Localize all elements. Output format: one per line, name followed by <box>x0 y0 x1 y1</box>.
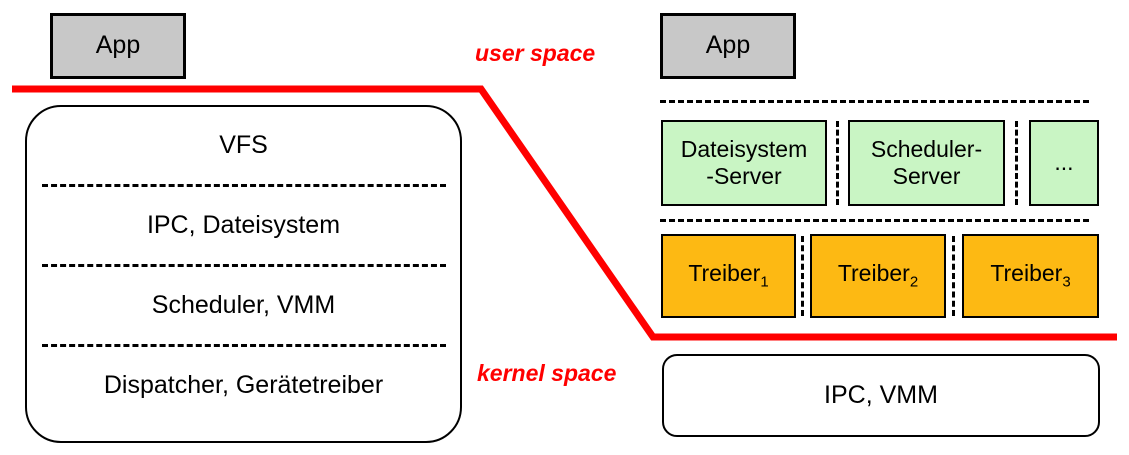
microkernel-separator-above-servers <box>660 100 1089 103</box>
server-box-dateisystem: Dateisystem -Server <box>661 120 827 206</box>
driver-box-treiber-2: Treiber2 <box>810 234 946 318</box>
server-box-ellipsis: ... <box>1029 120 1099 206</box>
server-label-line1: ... <box>1054 149 1074 176</box>
server-label-line1: Scheduler- <box>870 135 983 162</box>
driver-index: 2 <box>909 273 919 291</box>
server-label-line2: Server <box>892 163 961 189</box>
user-space-label: user space <box>475 40 596 66</box>
monolithic-separator-3 <box>42 344 446 347</box>
microkernel-separator-below-servers <box>660 219 1089 222</box>
server-label-line2: -Server <box>706 163 782 189</box>
driver-box-treiber-1: Treiber1 <box>661 234 796 318</box>
driver-separator-2 <box>952 236 955 316</box>
driver-label: Treiber <box>837 260 910 287</box>
monolithic-layer-ipc-dateisystem: IPC, Dateisystem <box>146 210 341 239</box>
microkernel-core-box: IPC, VMM <box>662 354 1100 437</box>
server-label-line1: Dateisystem <box>680 135 808 162</box>
monolithic-layer-dispatcher-geraetetreiber: Dispatcher, Gerätetreiber <box>103 370 384 399</box>
driver-index: 1 <box>760 273 769 291</box>
driver-label: Treiber <box>990 260 1063 287</box>
app-box-microkernel: App <box>660 13 796 79</box>
driver-index: 3 <box>1062 273 1071 291</box>
server-separator-2 <box>1015 121 1018 205</box>
server-box-scheduler: Scheduler- Server <box>848 120 1005 206</box>
server-separator-1 <box>836 121 839 205</box>
app-box-monolithic: App <box>50 13 186 79</box>
kernel-space-label: kernel space <box>477 360 617 386</box>
driver-label: Treiber <box>688 260 761 287</box>
driver-box-treiber-3: Treiber3 <box>962 234 1099 318</box>
monolithic-layer-vfs: VFS <box>219 130 268 159</box>
monolithic-layer-scheduler-vmm: Scheduler, VMM <box>151 290 336 319</box>
driver-separator-1 <box>801 236 804 316</box>
